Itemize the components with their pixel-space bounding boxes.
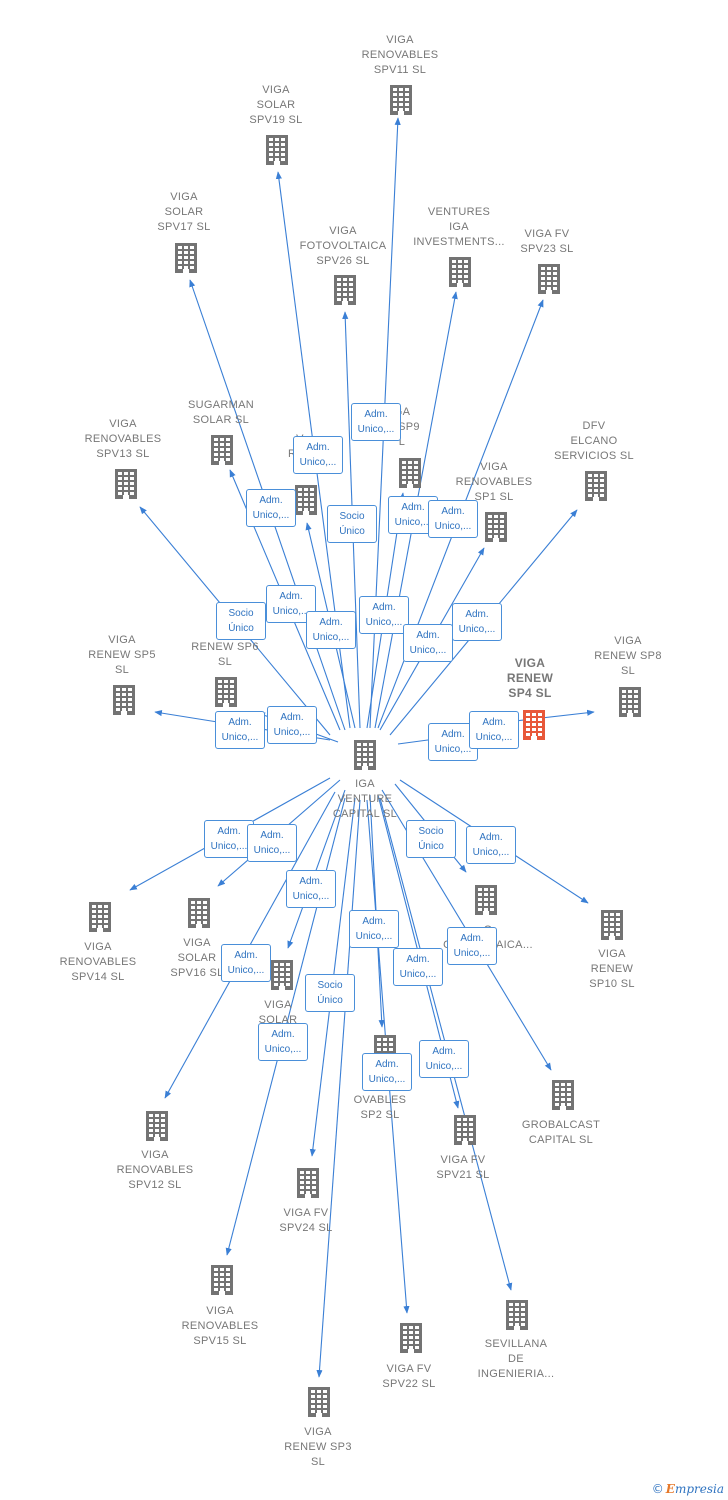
node-label-center[interactable]: IGA VENTURE CAPITAL SL: [332, 778, 398, 820]
building-icon-sp10[interactable]: [601, 910, 623, 940]
node-label-sp10[interactable]: VIGA RENEW SP10 SL: [589, 948, 635, 990]
edge-role-label[interactable]: Adm. Unico,...: [349, 910, 399, 948]
building-icon-spv14[interactable]: [89, 902, 111, 932]
edge-role-label[interactable]: Adm. Unico,...: [362, 1053, 412, 1091]
building-icon-sp6[interactable]: [215, 677, 237, 707]
building-icon-sp3[interactable]: [308, 1387, 330, 1417]
node-label-spv15[interactable]: VIGA RENOVABLES SPV15 SL: [181, 1305, 259, 1347]
building-icon-spv15[interactable]: [211, 1265, 233, 1295]
node-label-sp5[interactable]: VIGA RENEW SP5 SL: [88, 634, 156, 676]
edge-role-label[interactable]: Adm. Unico,...: [293, 436, 343, 474]
node-label-spv11[interactable]: VIGA RENOVABLES SPV11 SL: [361, 34, 439, 76]
building-icon-sp5[interactable]: [113, 685, 135, 715]
edge-role-label[interactable]: Adm. Unico,...: [419, 1040, 469, 1078]
edge-role-label[interactable]: Adm. Unico,...: [452, 603, 502, 641]
edge-role-label[interactable]: Adm. Unico,...: [266, 585, 316, 623]
node-label-spv17[interactable]: VIGA SOLAR SPV17 SL: [157, 191, 211, 233]
building-icon-sp9[interactable]: [399, 458, 421, 488]
building-icon-spv13[interactable]: [115, 469, 137, 499]
building-icon-solar_b[interactable]: [271, 960, 293, 990]
edge-role-label[interactable]: Adm. Unico,...: [246, 489, 296, 527]
building-icon-layer: [89, 85, 641, 1417]
node-label-sugarman[interactable]: SUGARMAN SOLAR SL: [188, 399, 254, 426]
empresia-logo-text: mpresia: [674, 1482, 724, 1496]
node-label-sp8[interactable]: VIGA RENEW SP8 SL: [594, 635, 662, 677]
building-icon-spv17[interactable]: [175, 243, 197, 273]
edge-role-label[interactable]: Adm. Unico,...: [247, 824, 297, 862]
edge-role-label[interactable]: Adm. Unico,...: [469, 711, 519, 749]
node-label-sp4[interactable]: VIGA RENEW SP4 SL: [506, 656, 554, 700]
building-icon-ren_a[interactable]: [295, 485, 317, 515]
edge-role-label[interactable]: Adm. Unico,...: [447, 927, 497, 965]
edge-solar_b: [287, 789, 346, 949]
edge-role-label[interactable]: Adm. Unico,...: [204, 820, 254, 858]
building-icon-spv19[interactable]: [266, 135, 288, 165]
edge-role-label[interactable]: Adm. Unico,...: [306, 611, 356, 649]
building-icon-spv16[interactable]: [188, 898, 210, 928]
building-icon-grobal[interactable]: [552, 1080, 574, 1110]
copyright-symbol: ©: [651, 1482, 664, 1496]
node-label-spv19[interactable]: VIGA SOLAR SPV19 SL: [249, 84, 303, 126]
edge-sp3: [316, 799, 361, 1378]
building-icon-vii[interactable]: [449, 257, 471, 287]
building-icon-sp4[interactable]: [523, 710, 545, 740]
building-icon-sp8[interactable]: [619, 687, 641, 717]
edge-role-label[interactable]: Socio Único: [406, 820, 456, 858]
node-label-spv16[interactable]: VIGA SOLAR SPV16 SL: [170, 937, 224, 979]
node-label-grobal[interactable]: GROBALCAST CAPITAL SL: [521, 1119, 601, 1146]
building-icon-spv23[interactable]: [538, 264, 560, 294]
building-icon-sevillana[interactable]: [506, 1300, 528, 1330]
node-label-spv14[interactable]: VIGA RENOVABLES SPV14 SL: [59, 941, 137, 983]
building-icon-dfv[interactable]: [585, 471, 607, 501]
building-icon-foto[interactable]: [475, 885, 497, 915]
node-label-dfv[interactable]: DFV ELCANO SERVICIOS SL: [554, 420, 634, 462]
edge-role-label[interactable]: Adm. Unico,...: [466, 826, 516, 864]
edge-role-label[interactable]: Adm. Unico,...: [359, 596, 409, 634]
building-icon-spv22[interactable]: [400, 1323, 422, 1353]
node-label-sevillana[interactable]: SEVILLANA DE INGENIERIA...: [477, 1338, 555, 1380]
edge-role-label[interactable]: Socio Único: [305, 974, 355, 1012]
building-icon-spv21[interactable]: [454, 1115, 476, 1145]
node-label-spv13[interactable]: VIGA RENOVABLES SPV13 SL: [84, 418, 162, 460]
node-label-sp1[interactable]: VIGA RENOVABLES SP1 SL: [455, 461, 533, 503]
node-label-spv24[interactable]: VIGA FV SPV24 SL: [279, 1207, 333, 1234]
building-icon-sp1[interactable]: [485, 512, 507, 542]
edge-role-label[interactable]: Adm. Unico,...: [267, 706, 317, 744]
node-label-spv12[interactable]: VIGA RENOVABLES SPV12 SL: [116, 1149, 194, 1191]
edge-role-label[interactable]: Socio Único: [327, 505, 377, 543]
building-icon-sugarman[interactable]: [211, 435, 233, 465]
edge-role-label[interactable]: Adm. Unico,...: [393, 948, 443, 986]
edge-role-label[interactable]: Socio Único: [216, 602, 266, 640]
building-icon-spv11[interactable]: [390, 85, 412, 115]
building-icon-spv24[interactable]: [297, 1168, 319, 1198]
node-label-sp3[interactable]: VIGA RENEW SP3 SL: [284, 1426, 352, 1468]
building-icon-spv12[interactable]: [146, 1111, 168, 1141]
node-label-spv21[interactable]: VIGA FV SPV21 SL: [436, 1154, 490, 1181]
edge-role-label[interactable]: Adm. Unico,...: [215, 711, 265, 749]
node-label-vii[interactable]: VENTURES IGA INVESTMENTS...: [413, 206, 505, 248]
node-label-spv23[interactable]: VIGA FV SPV23 SL: [520, 228, 574, 255]
building-icon-spv26[interactable]: [334, 275, 356, 305]
node-label-spv26[interactable]: VIGA FOTOVOLTAICA SPV26 SL: [299, 225, 387, 267]
edge-role-label[interactable]: Adm. Unico,...: [286, 870, 336, 908]
edge-role-label[interactable]: Adm. Unico,...: [351, 403, 401, 441]
edge-role-label[interactable]: Adm. Unico,...: [428, 500, 478, 538]
edge-role-label[interactable]: Adm. Unico,...: [221, 944, 271, 982]
building-icon-center[interactable]: [354, 740, 376, 770]
empresia-footer[interactable]: ©Empresia: [652, 1482, 724, 1496]
edge-role-label[interactable]: Adm. Unico,...: [258, 1023, 308, 1061]
empresia-logo-e: E: [665, 1482, 675, 1496]
node-label-spv22[interactable]: VIGA FV SPV22 SL: [382, 1363, 436, 1390]
edge-role-label[interactable]: Adm. Unico,...: [403, 624, 453, 662]
